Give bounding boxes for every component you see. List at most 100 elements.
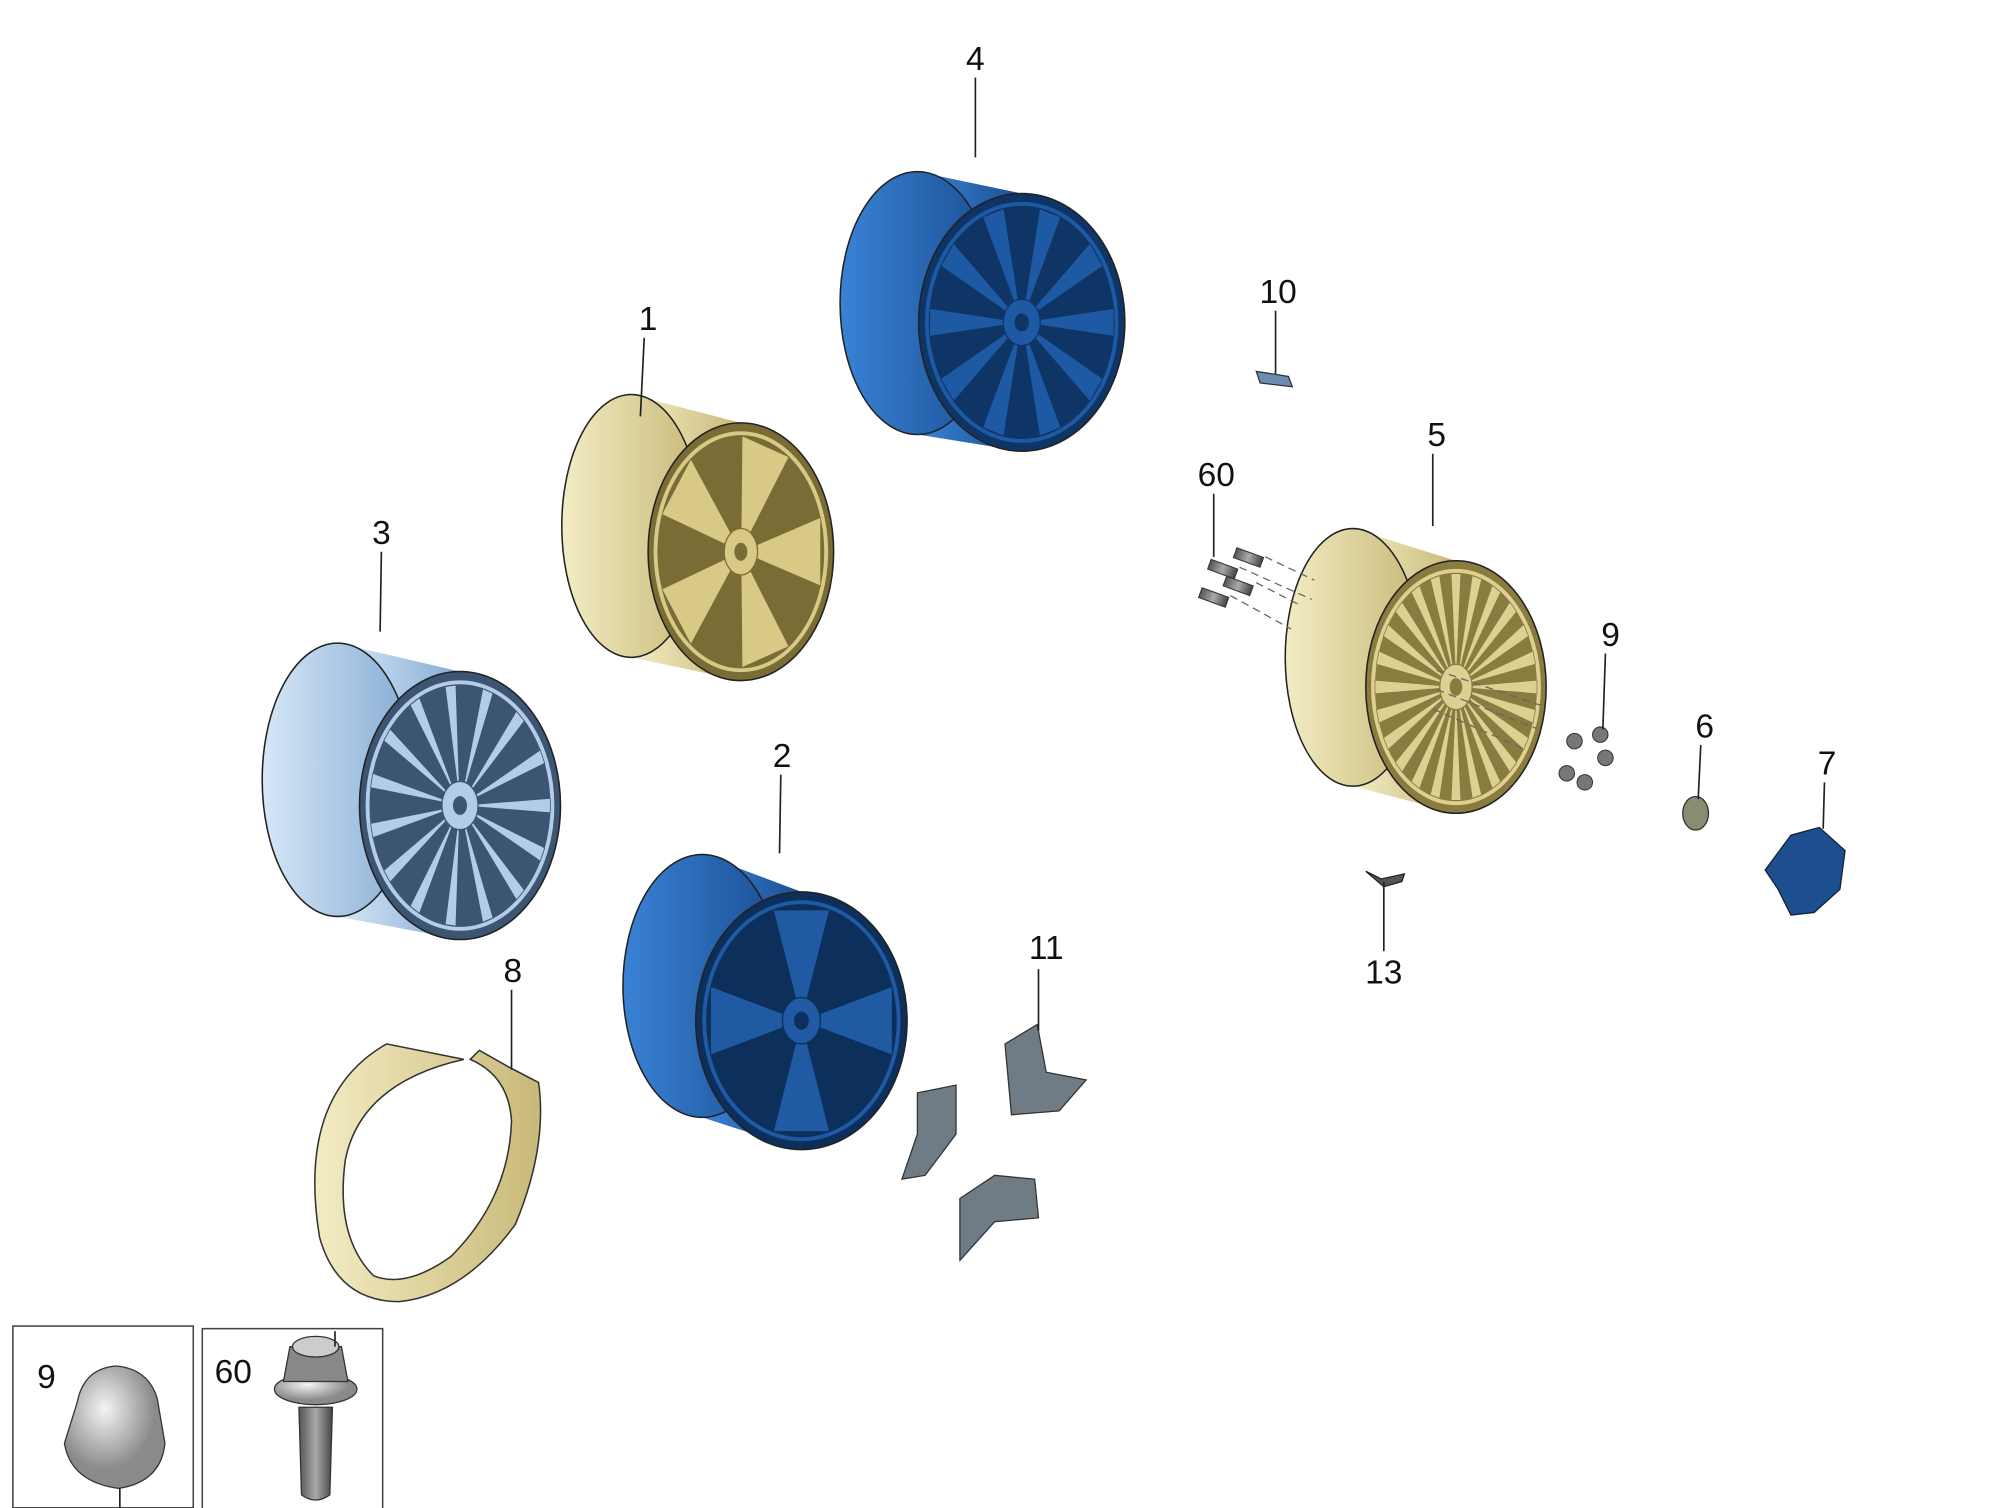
inset-wheel-bolt bbox=[201, 1327, 384, 1508]
callout-number: 7 bbox=[1818, 746, 1837, 783]
wheel-2 bbox=[622, 853, 908, 1151]
wheel-spoke bbox=[940, 322, 1023, 402]
wheel-spoke bbox=[1410, 584, 1457, 688]
wheel-spoke bbox=[1394, 601, 1457, 688]
wheel-bolt bbox=[1222, 575, 1254, 597]
wheel-spoke bbox=[1455, 650, 1536, 688]
wheel-spoke bbox=[1021, 308, 1115, 337]
callout-8[interactable]: 8 bbox=[503, 953, 522, 1070]
aero-insert bbox=[900, 1084, 957, 1181]
bolt-shank bbox=[298, 1406, 334, 1501]
callout-number: 8 bbox=[503, 953, 522, 990]
wheel-spoke bbox=[1410, 686, 1457, 790]
aero-insert bbox=[1004, 1023, 1088, 1116]
wheel-spoke bbox=[1455, 686, 1536, 724]
wheel-spoke bbox=[444, 805, 461, 927]
callout-4[interactable]: 4 bbox=[966, 41, 985, 158]
callout-6[interactable]: 6 bbox=[1695, 708, 1714, 800]
rim-band bbox=[314, 1043, 542, 1303]
callout-number: 6 bbox=[1695, 708, 1714, 745]
wheel-spoke bbox=[409, 805, 461, 915]
callout-1[interactable]: 1 bbox=[639, 301, 658, 417]
leader-line bbox=[778, 774, 782, 854]
callout-3[interactable]: 3 bbox=[372, 515, 391, 632]
wheel-center-bore bbox=[794, 1011, 809, 1030]
leader-line bbox=[639, 337, 646, 417]
tpms-valve bbox=[1365, 870, 1406, 888]
callout-60[interactable]: 60 bbox=[1198, 457, 1235, 557]
wheel-spoke bbox=[1382, 623, 1457, 688]
wheel-spoke bbox=[982, 208, 1023, 323]
callout-number: 11 bbox=[1029, 930, 1064, 967]
wheel-spoke bbox=[370, 805, 461, 839]
wheel-spoke bbox=[661, 550, 742, 646]
wheel-spoke bbox=[1455, 679, 1538, 695]
leader-line bbox=[1822, 782, 1826, 829]
callout-10[interactable]: 10 bbox=[1260, 274, 1297, 374]
wheel-spoke bbox=[444, 684, 461, 806]
bolt-cap bbox=[1566, 732, 1583, 750]
bolt-head-top bbox=[291, 1335, 340, 1358]
callout-number: 13 bbox=[1365, 954, 1402, 991]
bolt-cap bbox=[1576, 774, 1594, 791]
wheel-spoke bbox=[740, 435, 790, 552]
bolt-cap-detail bbox=[63, 1365, 166, 1490]
callout-11[interactable]: 11 bbox=[1029, 930, 1064, 1032]
callout-number: 4 bbox=[966, 41, 985, 78]
wheel-spoke bbox=[1021, 242, 1104, 323]
wheel-center-bore bbox=[1014, 313, 1029, 332]
wheel-spoke bbox=[1021, 322, 1062, 437]
wheel-bolt bbox=[1197, 587, 1230, 608]
wheel-spoke bbox=[1021, 322, 1104, 402]
wheel-3 bbox=[261, 642, 562, 941]
wheel-spoke bbox=[459, 749, 546, 806]
wheel-spoke bbox=[772, 909, 831, 1021]
leader-line bbox=[379, 551, 383, 632]
bolt-cap bbox=[1597, 749, 1614, 767]
valve-clip bbox=[1255, 370, 1294, 388]
wheel-spoke bbox=[1374, 679, 1456, 695]
wheel-spoke bbox=[1455, 686, 1502, 790]
leader-line bbox=[1697, 744, 1702, 800]
wheel-spoke bbox=[459, 710, 525, 806]
callout-7[interactable]: 7 bbox=[1818, 746, 1837, 829]
callout-2[interactable]: 2 bbox=[773, 738, 792, 854]
wheel-spoke bbox=[459, 805, 525, 901]
wheel-spoke bbox=[1382, 686, 1457, 751]
aero-inserts bbox=[900, 1023, 1088, 1263]
inset-bolt-cap bbox=[12, 1325, 195, 1508]
wheel-spoke bbox=[1429, 686, 1457, 799]
wheel-bolt bbox=[1232, 547, 1265, 568]
hub-cover bbox=[1764, 826, 1846, 916]
callout-13[interactable]: 13 bbox=[1365, 881, 1402, 992]
bolt-cap bbox=[1592, 726, 1609, 743]
center-cap bbox=[1682, 795, 1710, 831]
wheel-center-bore bbox=[452, 796, 468, 815]
wheel-spoke bbox=[370, 772, 461, 806]
wheel-spoke bbox=[940, 242, 1023, 323]
bolt-caps bbox=[1558, 726, 1614, 791]
wheel-spoke bbox=[740, 551, 790, 669]
wheel-spoke bbox=[1450, 686, 1462, 801]
callout-number: 10 bbox=[1260, 274, 1297, 311]
wheel-5 bbox=[1284, 527, 1547, 815]
wheel-spoke bbox=[1455, 686, 1530, 751]
wheel-center-bore bbox=[1449, 678, 1463, 696]
wheel-bolts bbox=[1197, 547, 1265, 608]
callout-number: 9 bbox=[1601, 617, 1620, 654]
wheel-spoke bbox=[459, 688, 494, 806]
wheel-spoke bbox=[383, 728, 461, 806]
callout-5[interactable]: 5 bbox=[1427, 417, 1446, 526]
wheel-spoke bbox=[1455, 623, 1530, 688]
callout-9[interactable]: 9 bbox=[1601, 617, 1620, 730]
wheel-spoke bbox=[772, 1020, 831, 1132]
callout-number: 5 bbox=[1427, 417, 1446, 454]
bolt-cap bbox=[1558, 765, 1576, 782]
wheel-1 bbox=[560, 393, 835, 682]
wheel-spoke bbox=[459, 805, 546, 862]
wheel-spoke bbox=[1455, 686, 1483, 799]
wheel-spoke bbox=[1455, 575, 1483, 688]
wheel-spoke bbox=[982, 322, 1023, 437]
wheel-bolt bbox=[1206, 558, 1239, 580]
